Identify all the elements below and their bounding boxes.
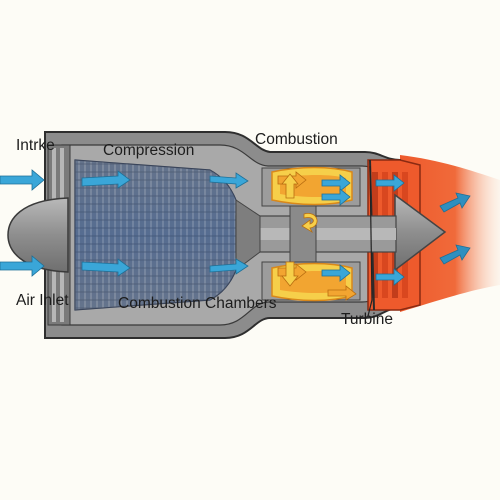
label-combustion: Combustion: [255, 131, 338, 148]
engine-shaft: [235, 199, 397, 271]
label-compression: Compression: [103, 142, 195, 159]
label-intake: Intrke: [16, 137, 55, 154]
arrow-right-icon: [209, 258, 249, 275]
exhaust-plume: [400, 155, 500, 312]
leader-lines: [367, 165, 373, 317]
flame-arrow-icon: [281, 261, 299, 287]
arrow-right-icon: [0, 255, 45, 277]
arrow-right-icon: [0, 169, 45, 191]
combustion-flow-arrows: [277, 171, 357, 301]
arrow-right-icon: [81, 258, 131, 277]
airflow-arrows: [0, 169, 471, 286]
flame-arrow-icon: [327, 285, 357, 301]
swirl-arrow-icon: [301, 212, 318, 234]
label-air-inlet: Air Inlet: [16, 292, 69, 309]
arrow-right-icon: [439, 244, 471, 265]
arrow-right-icon: [81, 170, 131, 189]
arrow-right-icon: [375, 174, 405, 192]
compressor-section: [74, 159, 237, 311]
label-turbine: Turbine: [341, 311, 393, 328]
arrow-right-icon: [321, 264, 351, 282]
arrow-right-icon: [439, 192, 471, 213]
arrow-right-icon: [375, 268, 405, 286]
arrow-right-icon: [321, 188, 351, 206]
arrow-right-icon: [209, 172, 249, 189]
flame-arrow-icon: [281, 173, 299, 199]
arrow-right-icon: [321, 174, 351, 192]
label-combustion-chambers: Combustion Chambers: [118, 295, 277, 312]
